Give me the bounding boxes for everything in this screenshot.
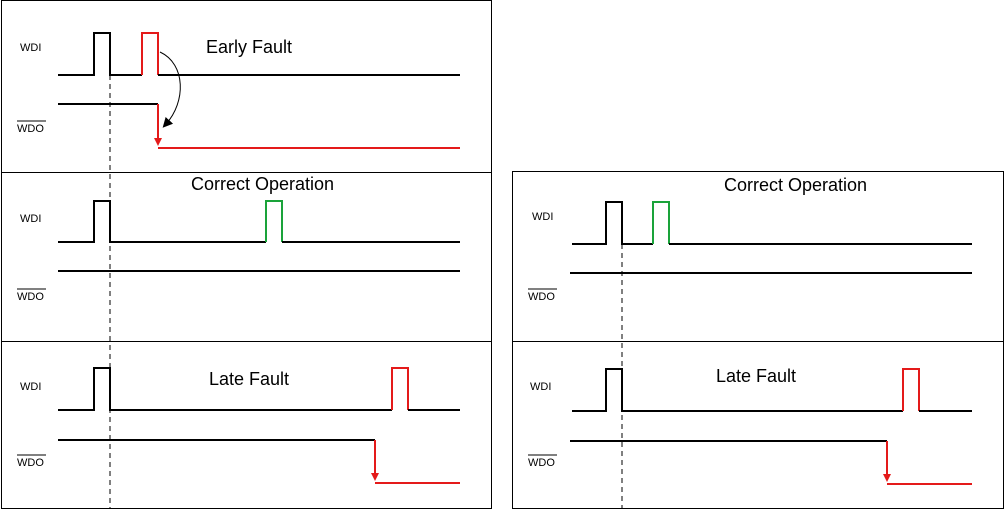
panel-frame [1, 341, 492, 509]
wdi-waveform [58, 32, 142, 76]
panel-correct-operation: Correct Operation WDI WDO [1, 172, 492, 342]
wdi-fault-pulse [902, 368, 920, 411]
panel-early-fault: Early Fault WDI WDO [1, 0, 492, 173]
wdo-label: WDO [528, 457, 555, 469]
wdi-waveform [58, 367, 392, 411]
wdi-fault-pulse [391, 367, 409, 410]
panel-correct-operation-right: Correct Operation WDI WDO [512, 171, 1004, 342]
wdi-waveform [58, 200, 266, 243]
wdo-label: WDO [17, 291, 44, 303]
wdi-valid-pulse [652, 201, 670, 244]
wdo-label: WDO [17, 457, 44, 469]
panel-frame [1, 172, 492, 342]
panel-frame [512, 341, 1004, 509]
panel-title: Late Fault [716, 366, 796, 386]
wdi-label: WDI [20, 42, 41, 54]
wdi-label: WDI [530, 381, 551, 393]
wdi-label: WDI [532, 211, 553, 223]
wdi-waveform [572, 201, 653, 245]
panel-title: Early Fault [206, 37, 292, 57]
wdi-label: WDI [20, 213, 41, 225]
panel-title: Late Fault [209, 369, 289, 389]
panel-frame [1, 0, 492, 173]
wdi-label: WDI [20, 381, 41, 393]
wdi-fault-pulse [141, 32, 159, 75]
panel-title: Correct Operation [724, 175, 867, 195]
wdi-valid-pulse [265, 200, 283, 242]
panel-title: Correct Operation [191, 174, 334, 194]
panel-late-fault-right: Late Fault WDI WDO [512, 341, 1004, 509]
panel-frame [512, 171, 1004, 342]
wdo-label: WDO [528, 291, 555, 303]
cause-arrow [159, 51, 181, 128]
wdi-waveform [572, 368, 903, 412]
panel-late-fault: Late Fault WDI WDO [1, 341, 492, 509]
wdo-label: WDO [17, 123, 44, 135]
